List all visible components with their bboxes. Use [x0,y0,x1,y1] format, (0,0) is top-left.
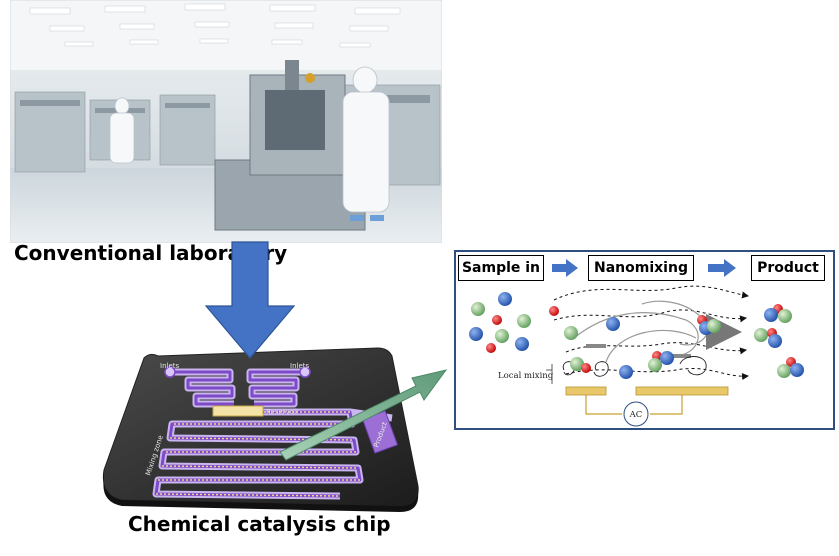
nanomixing-box: Nanomixing [588,255,694,281]
electrode-left [565,386,607,396]
chip-inlets-right-label: Inlets [290,362,309,370]
laboratory-photo [10,0,442,243]
step-arrow-icon [708,259,736,277]
chip-channels [152,366,398,500]
sample-molecules [469,292,531,353]
product-box: Product [751,255,825,281]
local-mixing-label: Local mixing [498,371,554,381]
step-arrow-icon [552,259,578,277]
chip-inlets-left-label: Inlets [160,362,179,370]
sample-in-box: Sample in [458,255,544,281]
ac-source-icon [623,401,649,427]
ac-label: AC [629,410,643,420]
chip-reservoir-label: Reservoir [266,408,299,416]
down-arrow-icon [204,241,296,359]
mixing-molecules [549,306,721,379]
nanomixing-panel: Local mixing AC [454,250,835,430]
electrode-right [635,386,729,396]
chemical-catalysis-chip-label: Chemical catalysis chip [128,512,391,536]
product-molecules [754,304,804,378]
zoom-arrow-icon [279,369,448,461]
